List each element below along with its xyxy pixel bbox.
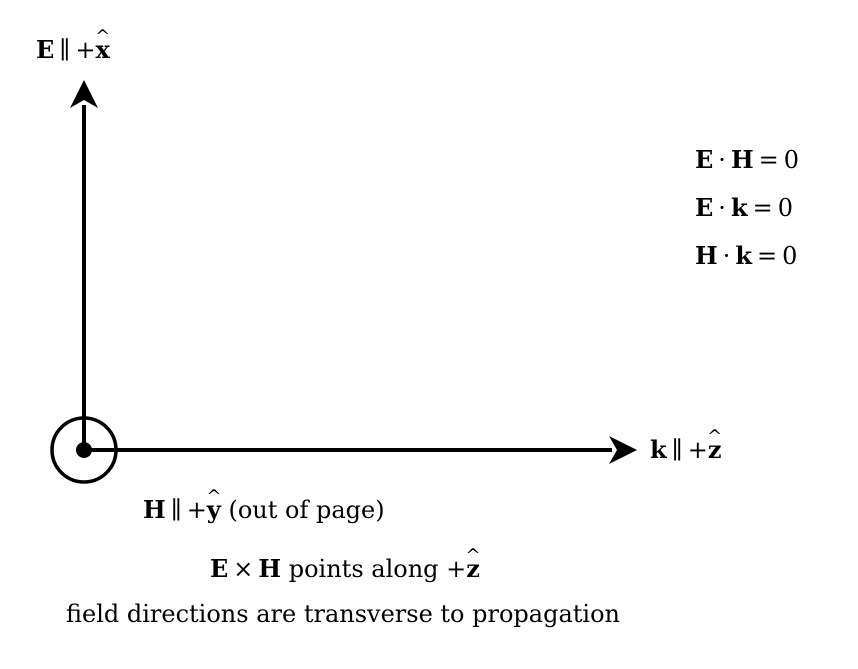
e-axis-label: E∥+x: [36, 35, 110, 65]
equation-value: 0: [782, 242, 798, 270]
equation-equals: =: [758, 146, 779, 174]
h-axis-relation: ∥: [170, 496, 182, 524]
h-axis-unit: y: [207, 496, 221, 524]
h-axis-vector: H: [143, 495, 166, 524]
equation-h-dot-k: H·k=0: [695, 241, 798, 271]
h-axis-note: (out of page): [228, 496, 385, 524]
e-axis-unit: x: [96, 36, 110, 64]
k-axis-vector: k: [650, 435, 667, 464]
k-axis-unit: z: [708, 436, 722, 464]
e-axis-relation: ∥: [59, 36, 71, 64]
cross-product-statement: E×H points along +z: [210, 554, 480, 584]
k-vector-arrowhead: [609, 436, 637, 464]
e-axis-sign: +: [75, 36, 96, 64]
h-vector-out-of-page-circle: [50, 416, 118, 484]
equation-value: 0: [783, 146, 800, 174]
cross-unit: z: [466, 555, 480, 583]
cross-text: points along: [288, 555, 439, 583]
cross-sign: +: [446, 555, 467, 583]
diagram-caption: field directions are transverse to propa…: [66, 600, 620, 628]
equation-e-dot-k: E·k=0: [695, 193, 793, 223]
h-axis-sign: +: [186, 496, 207, 524]
e-vector-arrowhead: [70, 80, 98, 108]
equation-equals: =: [752, 194, 773, 222]
equation-operator: ·: [722, 242, 731, 270]
cross-term-b: H: [258, 554, 282, 583]
equation-term: E: [695, 145, 714, 174]
equation-equals: =: [756, 242, 778, 270]
equation-operator: ·: [718, 146, 726, 174]
k-axis-sign: +: [687, 436, 708, 464]
equation-term: k: [730, 193, 748, 222]
equation-term: H: [730, 145, 754, 174]
cross-term-a: E: [210, 554, 229, 583]
h-vector-out-of-page-dot: [76, 442, 92, 458]
equation-term: E: [695, 193, 714, 222]
equation-operator: ·: [718, 194, 726, 222]
h-axis-label: H∥+y (out of page): [143, 495, 385, 525]
equation-value: 0: [777, 194, 793, 222]
equation-term: k: [735, 241, 752, 270]
k-axis-label: k∥+z: [650, 435, 722, 465]
equation-term: H: [695, 241, 718, 270]
equation-e-dot-h: E·H=0: [695, 145, 800, 175]
k-axis-relation: ∥: [671, 436, 683, 464]
e-axis-vector: E: [36, 35, 55, 64]
cross-operator: ×: [233, 555, 254, 583]
